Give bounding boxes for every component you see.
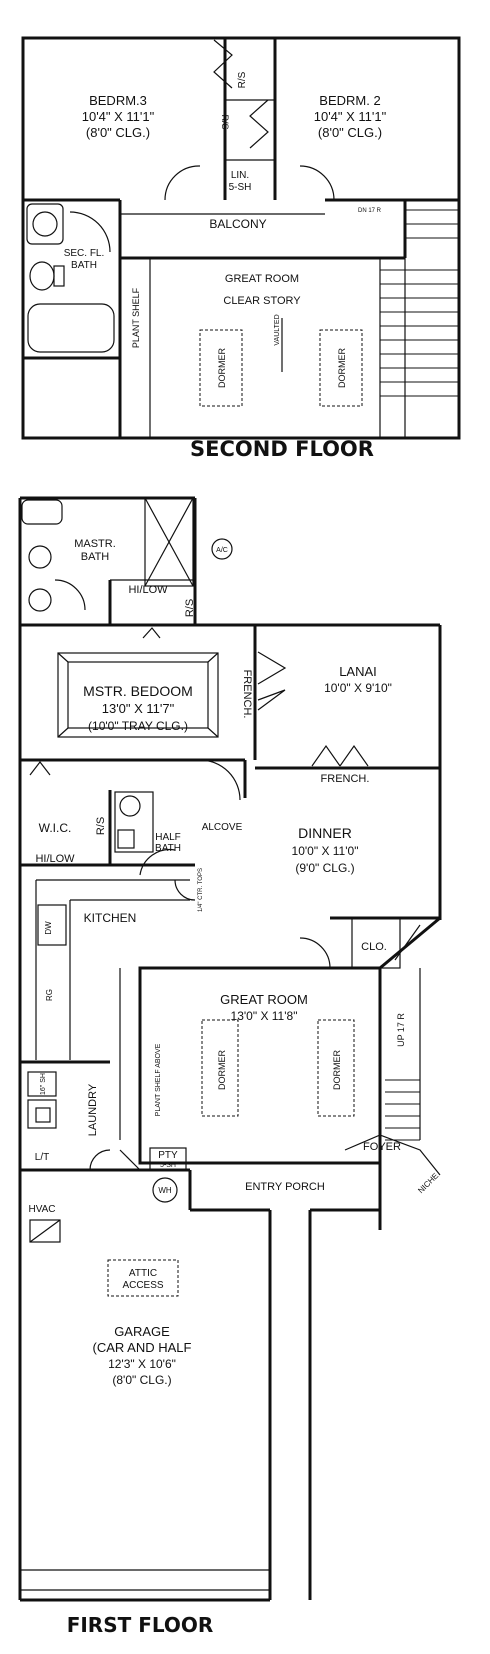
- lanai-size: 10'0" X 9'10": [324, 681, 392, 695]
- french-side-label: FRENCH.: [241, 670, 253, 719]
- garage-label-3: 12'3" X 10'6": [108, 1357, 176, 1371]
- lanai-name: LANAI: [339, 664, 377, 679]
- reach-shelf-label-1: R/S: [237, 71, 248, 88]
- niche-label: NICHE: [416, 1171, 440, 1195]
- clear-story-label: CLEAR STORY: [223, 295, 301, 307]
- rs-wic-label: R/S: [95, 817, 107, 835]
- mastr-bath-label-1: MASTR.: [74, 538, 116, 550]
- french-door-label: FRENCH.: [321, 773, 370, 785]
- sec-fl-bath-label-1: SEC. FL.: [64, 248, 105, 259]
- pantry-label: PTY: [158, 1150, 178, 1161]
- counter-tops-label: 1/4" CTR. TOPS: [198, 868, 204, 912]
- kitchen-label: KITCHEN: [84, 911, 137, 925]
- great-room-name: GREAT ROOM: [220, 992, 308, 1007]
- closet-label: CLO.: [361, 941, 387, 953]
- hilow-wic-label: HI/LOW: [35, 853, 75, 865]
- bedrm3-ceiling: (8'0" CLG.): [86, 125, 150, 140]
- garage-label-4: (8'0" CLG.): [112, 1373, 171, 1387]
- ac-label: A/C: [216, 547, 228, 554]
- vaulted-label: VAULTED: [274, 314, 281, 345]
- first-floor-title: FIRST FLOOR: [67, 1613, 214, 1637]
- half-bath-label-1: HALF: [155, 832, 181, 843]
- master-bedroom-name: MSTR. BEDOOM: [83, 683, 193, 699]
- laundry-shelf-label: 16" SH: [40, 1073, 47, 1095]
- bedrm2-ceiling: (8'0" CLG.): [318, 125, 382, 140]
- dormer-left-label: DORMER: [217, 348, 227, 388]
- range-label: RG: [45, 989, 54, 1001]
- stair-up-label: UP 17 R: [396, 1013, 406, 1047]
- master-bedroom-ceiling: (10'0" TRAY CLG.): [88, 719, 188, 733]
- dinner-size: 10'0" X 11'0": [292, 844, 359, 858]
- plant-shelf-above-label: PLANT SHELF ABOVE: [155, 1043, 162, 1116]
- second-floor-plan: BEDRM.3 10'4" X 11'1" (8'0" CLG.) BEDRM.…: [21, 36, 461, 440]
- alcove-label: ALCOVE: [202, 822, 243, 833]
- lt-label: L/T: [35, 1152, 49, 1163]
- garage-label-2: (CAR AND HALF: [93, 1340, 192, 1355]
- garage-label-1: GARAGE: [114, 1324, 170, 1339]
- mastr-bath-label-2: BATH: [81, 551, 110, 563]
- laundry-label: LAUNDRY: [87, 1083, 99, 1136]
- dinner-ceiling: (9'0" CLG.): [295, 861, 354, 875]
- stair-down-label: DN 17 R: [358, 208, 382, 214]
- entry-porch-label: ENTRY PORCH: [245, 1181, 325, 1193]
- foyer-label: FOYER: [363, 1141, 401, 1153]
- bedrm3-size: 10'4" X 11'1": [82, 109, 155, 124]
- dormer-right-label-ff: DORMER: [332, 1050, 342, 1090]
- dormer-right-label: DORMER: [337, 348, 347, 388]
- great-room-label: GREAT ROOM: [225, 273, 299, 285]
- wic-label: W.I.C.: [39, 821, 72, 835]
- bedrm3-name: BEDRM.3: [89, 93, 147, 108]
- bedrm2-name: BEDRM. 2: [319, 93, 380, 108]
- water-heater-label: WH: [158, 1186, 172, 1195]
- attic-label-1: ATTIC: [129, 1268, 157, 1279]
- first-floor-plan: MASTR. BATH A/C HI/LOW MSTR. BEDOOM 13'0…: [18, 496, 442, 1602]
- second-floor-title: SECOND FLOOR: [190, 437, 374, 461]
- dishwasher-label: DW: [44, 921, 53, 935]
- linen-closet-shelf: 5-SH: [229, 182, 252, 193]
- attic-label-2: ACCESS: [122, 1280, 163, 1291]
- dormer-left-label-ff: DORMER: [217, 1050, 227, 1090]
- reach-shelf-label-2: R/S: [220, 114, 230, 129]
- great-room-size: 13'0" X 11'8": [231, 1009, 298, 1023]
- half-bath-label-2: BATH: [155, 843, 181, 854]
- sec-fl-bath-label-2: BATH: [71, 260, 97, 271]
- pantry-shelf-label: 5-SH: [160, 1162, 176, 1169]
- balcony-label: BALCONY: [209, 217, 266, 231]
- linen-closet-label: LIN.: [231, 170, 249, 181]
- master-bedroom-size: 13'0" X 11'7": [102, 701, 175, 716]
- dinner-name: DINNER: [298, 825, 352, 841]
- hvac-label: HVAC: [28, 1204, 55, 1215]
- hilow-top-label: HI/LOW: [128, 584, 168, 596]
- bedrm2-size: 10'4" X 11'1": [314, 109, 387, 124]
- rs-top-label: R/S: [184, 599, 196, 617]
- plant-shelf-label: PLANT SHELF: [131, 287, 141, 348]
